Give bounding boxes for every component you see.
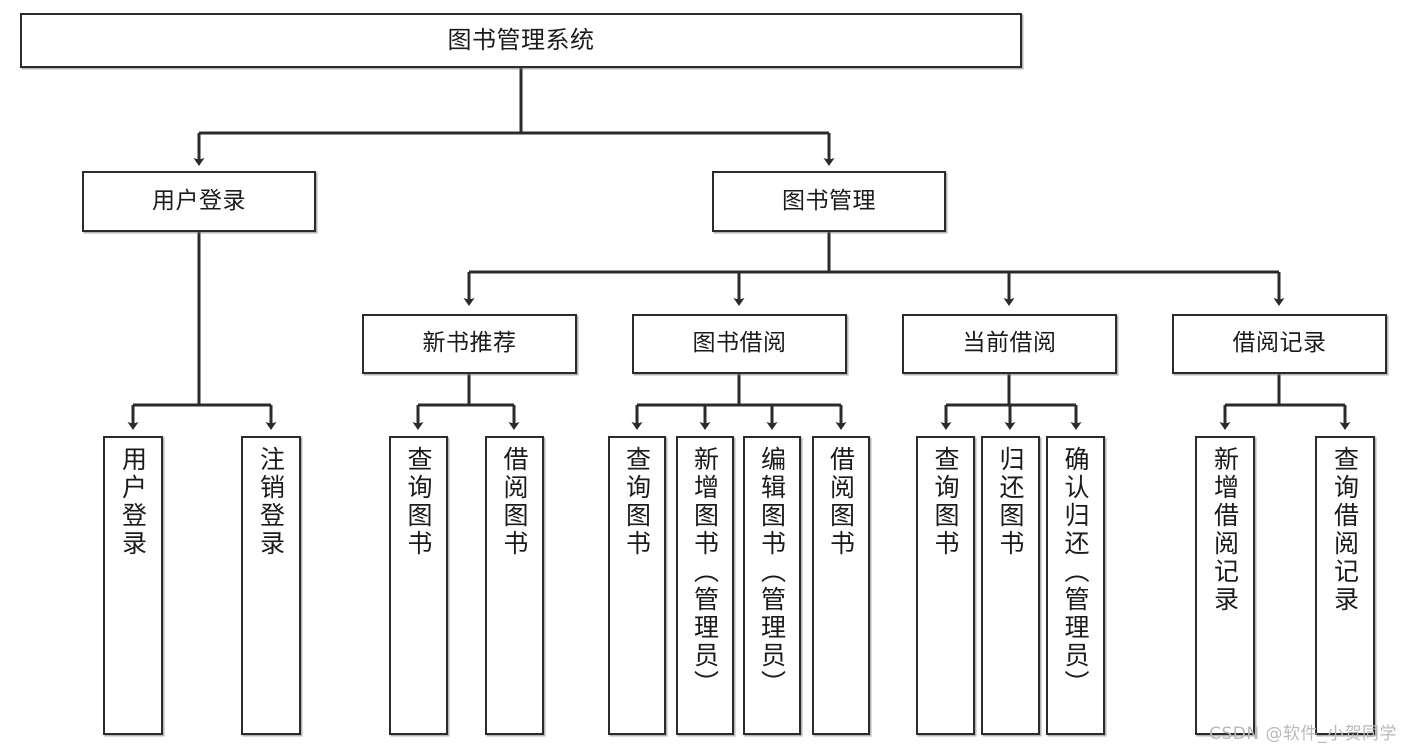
node-leaf-confirm-return[interactable]: 确认归还（管理员） [1046,436,1105,735]
node-leaf-add-book[interactable]: 新增图书（管理员） [676,436,734,735]
node-leaf-return-book[interactable]: 归还图书 [981,436,1040,735]
node-book-borrow[interactable]: 图书借阅 [632,314,847,374]
node-leaf-query-book-3[interactable]: 查询图书 [916,436,975,735]
node-book-management[interactable]: 图书管理 [712,171,946,232]
node-label: 注销登录 [256,446,286,558]
node-label: 借阅图书 [500,446,529,558]
node-book-management-system[interactable]: 图书管理系统 [20,13,1022,68]
node-label: 图书管理系统 [447,26,595,55]
node-label: 查询图书 [622,446,652,558]
node-leaf-query-book-2[interactable]: 查询图书 [608,436,666,735]
node-label: 用户登录 [152,187,246,214]
node-label: 归还图书 [996,446,1025,558]
node-label: 查询图书 [404,446,433,558]
node-user-login[interactable]: 用户登录 [82,171,316,232]
node-leaf-query-book-1[interactable]: 查询图书 [389,436,448,735]
node-label: 新增图书（管理员） [690,446,720,698]
node-leaf-add-borrow-record[interactable]: 新增借阅记录 [1195,436,1255,735]
node-label: 确认归还（管理员） [1061,446,1090,698]
node-leaf-user-login[interactable]: 用户登录 [103,436,163,735]
node-leaf-edit-book[interactable]: 编辑图书（管理员） [743,436,801,735]
node-label: 编辑图书（管理员） [757,446,787,698]
node-leaf-query-borrow-record[interactable]: 查询借阅记录 [1315,436,1375,735]
node-borrow-record[interactable]: 借阅记录 [1172,314,1387,374]
node-label: 查询借阅记录 [1330,446,1360,614]
node-leaf-borrow-book-2[interactable]: 借阅图书 [812,436,870,735]
node-current-borrow[interactable]: 当前借阅 [902,314,1117,374]
node-label: 新增借阅记录 [1210,446,1240,614]
node-leaf-borrow-book-1[interactable]: 借阅图书 [485,436,544,735]
node-label: 借阅图书 [826,446,856,558]
csdn-watermark: CSDN @软件_小贺同学 [1209,724,1397,744]
node-label: 当前借阅 [962,330,1057,357]
node-label: 新书推荐 [422,330,517,357]
node-label: 用户登录 [118,446,148,558]
node-label: 查询图书 [931,446,960,558]
node-leaf-logout-login[interactable]: 注销登录 [241,436,301,735]
node-label: 图书管理 [782,187,876,214]
node-new-book-recommend[interactable]: 新书推荐 [362,314,577,374]
node-label: 图书借阅 [692,330,787,357]
node-label: 借阅记录 [1232,330,1327,357]
